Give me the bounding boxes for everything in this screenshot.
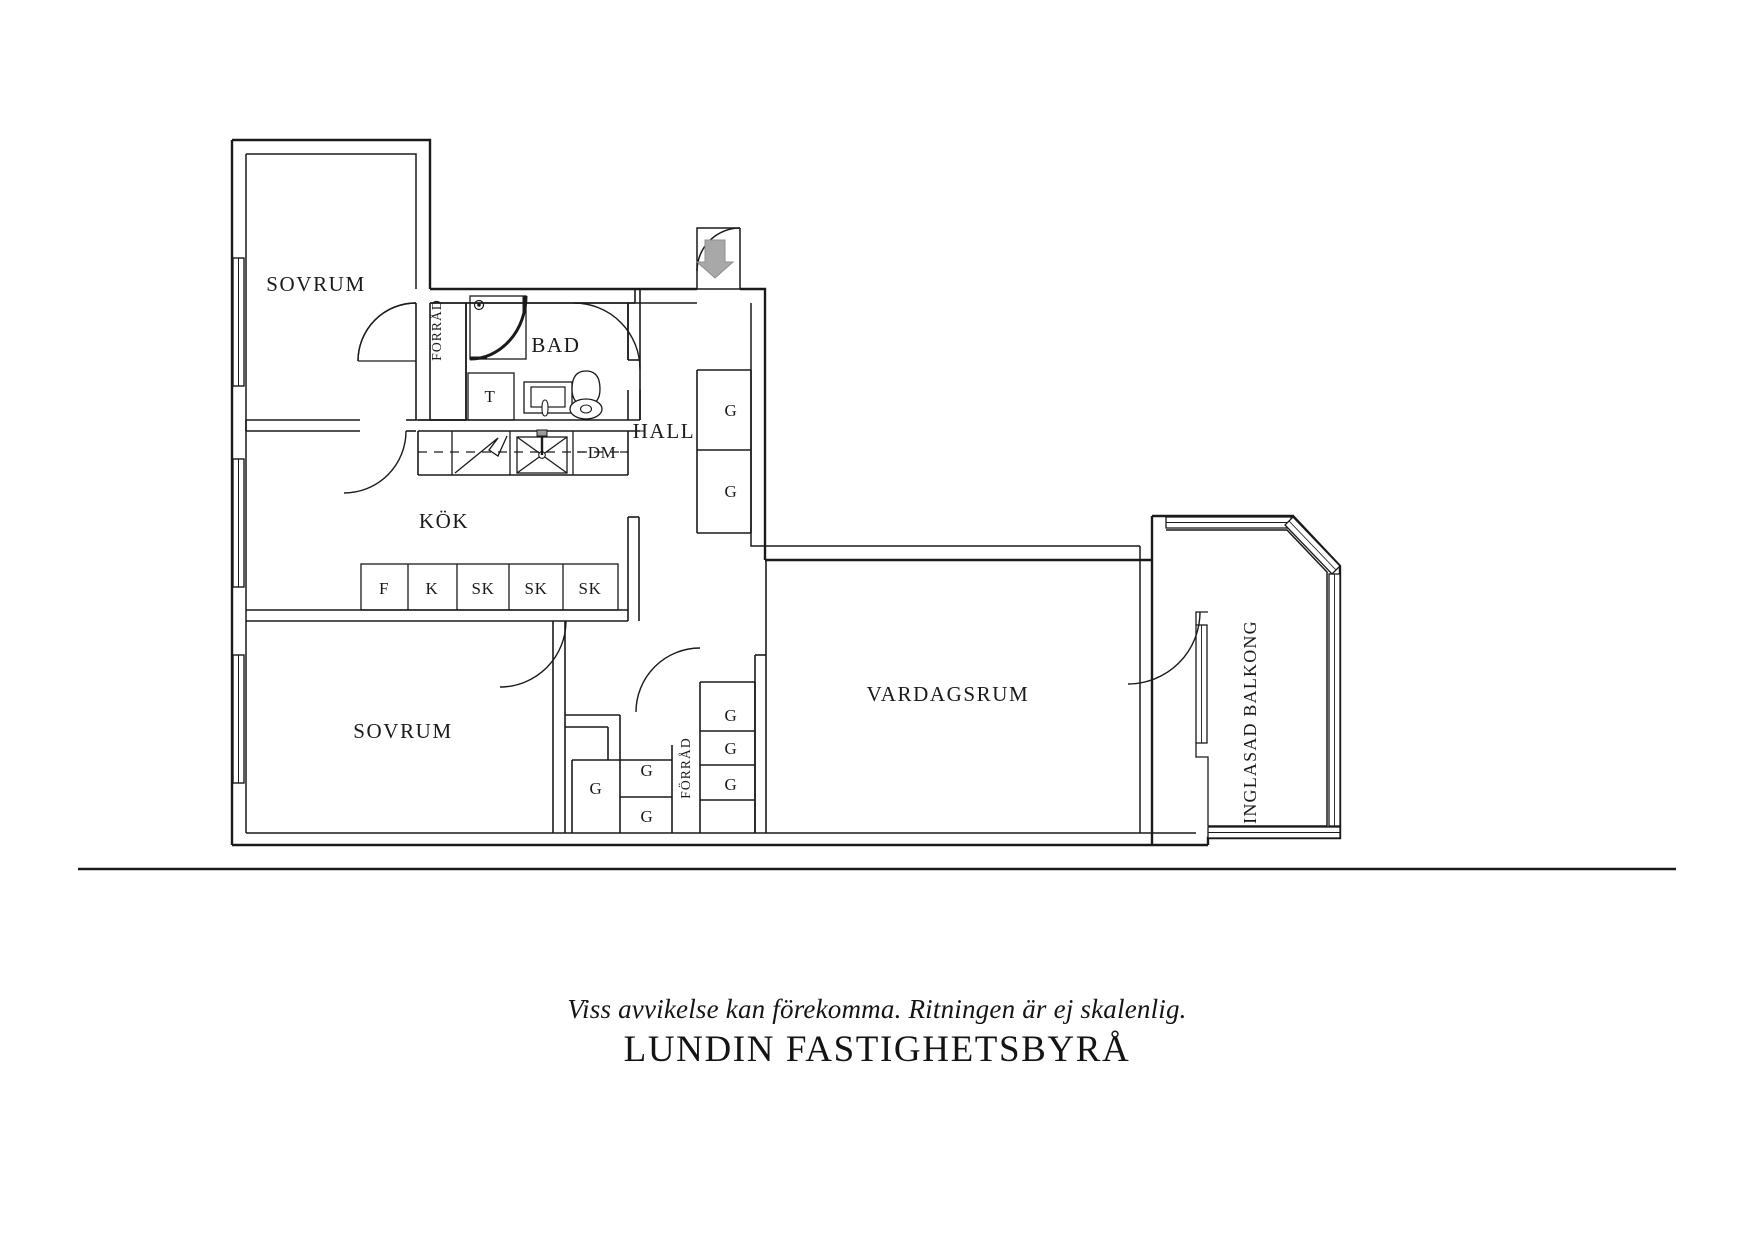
cabinet-label-sk-2: SK (525, 579, 548, 598)
appliance-label-t: T (485, 387, 496, 406)
kitchen-appliance-row (418, 429, 628, 475)
door-swings (343, 302, 1201, 713)
wardrobe-label-g-6: G (725, 706, 738, 725)
wardrobe-label-g-2: G (725, 482, 738, 501)
fixture-labels: T DM F K SK SK SK G G G G G G G G (379, 387, 737, 826)
room-label-sovrum-top: SOVRUM (266, 272, 365, 296)
bathroom-fixtures (467, 295, 603, 421)
room-label-sovrum-bottom: SOVRUM (353, 719, 452, 743)
room-label-kok: KÖK (419, 509, 469, 533)
room-labels: SOVRUM FÖRRÅD BAD HALL KÖK SOVRUM FÖRRÅD… (266, 272, 1260, 824)
wardrobe-label-g-3: G (590, 779, 603, 798)
entrance-arrow-icon (695, 239, 735, 279)
cabinet-label-sk-1: SK (472, 579, 495, 598)
exterior-walls (230, 138, 1342, 847)
room-label-balkong: INGLASAD BALKONG (1240, 620, 1260, 824)
wardrobe-label-g-1: G (725, 401, 738, 420)
room-label-forrad-bottom: FÖRRÅD (678, 737, 693, 798)
room-label-vardagsrum: VARDAGSRUM (867, 682, 1030, 706)
wardrobe-label-g-4: G (641, 761, 654, 780)
wardrobe-label-g-5: G (641, 807, 654, 826)
cabinet-label-k: K (426, 579, 439, 598)
kitchen-cabinet-row (360, 563, 619, 611)
balcony-glazing (1165, 516, 1341, 839)
interior-walls (245, 289, 767, 833)
appliance-label-dm: DM (588, 443, 617, 462)
room-label-hall: HALL (633, 419, 695, 443)
cabinet-label-f: F (379, 579, 389, 598)
windows-left-facade (232, 257, 245, 784)
wardrobe-label-g-8: G (725, 775, 738, 794)
cabinet-label-sk-3: SK (579, 579, 602, 598)
wardrobe-label-g-7: G (725, 739, 738, 758)
room-label-bad: BAD (531, 333, 580, 357)
room-label-forrad-top: FÖRRÅD (429, 299, 444, 360)
